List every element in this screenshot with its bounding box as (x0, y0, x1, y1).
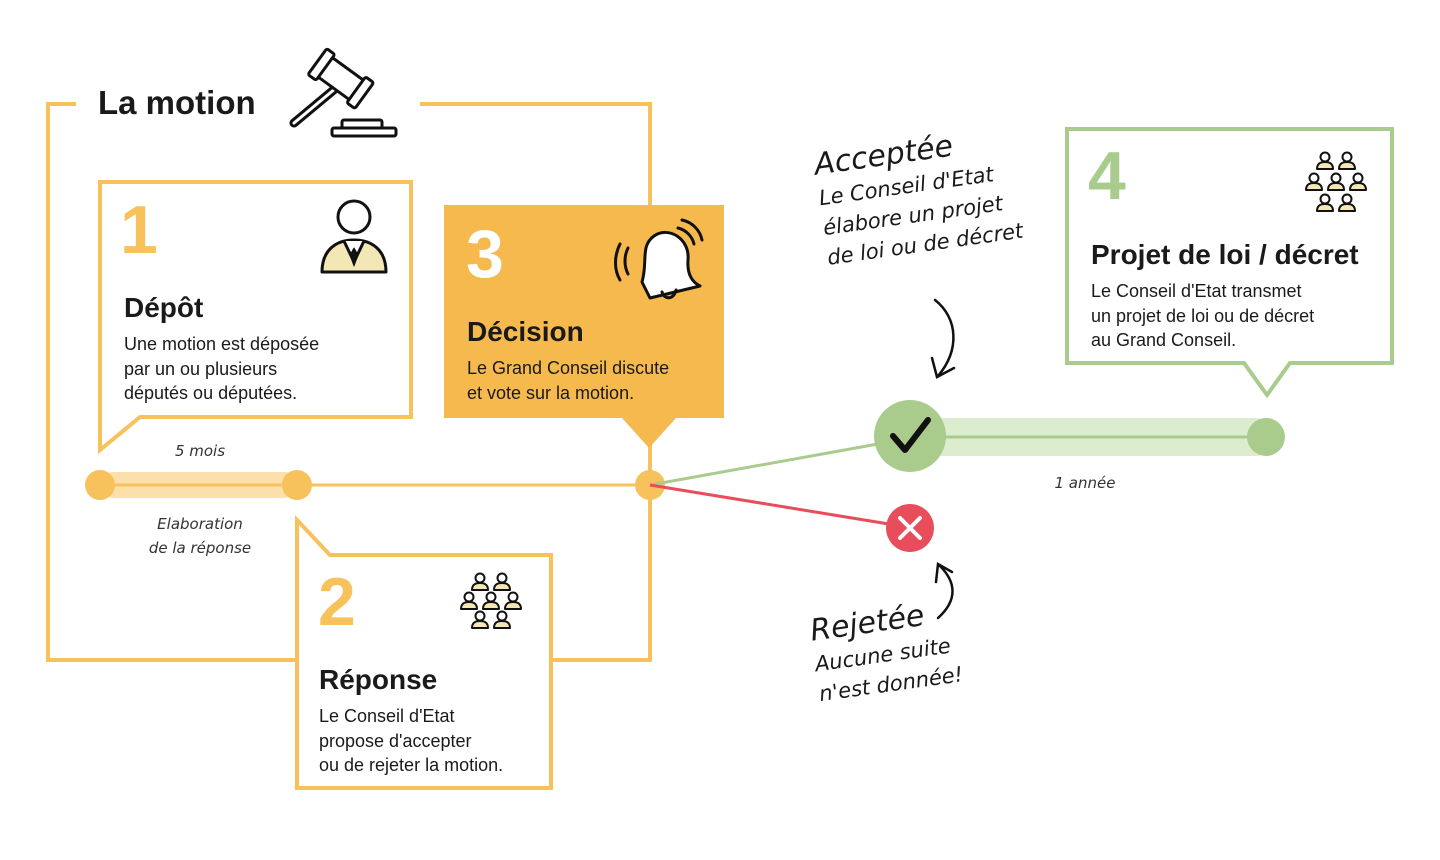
phase-label-line: Elaboration (157, 515, 243, 533)
outcome-rejected: Rejetée Aucune suite n'est donnée! (808, 594, 965, 709)
step-number-2: 2 (318, 564, 356, 640)
bell-icon (614, 218, 704, 300)
step-heading-projet: Projet de loi / décret (1091, 239, 1359, 270)
box-4-callout (1065, 127, 1394, 399)
duration-1-annee: 1 année (1054, 474, 1116, 492)
step-text-line: par un ou plusieurs (124, 358, 278, 379)
step-number-1: 1 (120, 192, 158, 268)
step-text-line: au Grand Conseil. (1091, 330, 1237, 350)
phase-label-line: de la réponse (148, 539, 252, 557)
person-icon (320, 199, 388, 274)
green-end-dot (1247, 418, 1285, 456)
gavel-icon (289, 47, 398, 138)
step-text-projet: Le Conseil d'Etat transmet un projet de … (1091, 279, 1314, 353)
step-text-line: Le Conseil d'Etat transmet (1091, 281, 1302, 301)
step-text-line: un projet de loi ou de décret (1091, 305, 1315, 326)
phase-label-elaboration: Elaboration de la réponse (130, 512, 270, 560)
arrow-icon-rejected (934, 561, 954, 620)
step-number-4: 4 (1088, 138, 1126, 214)
step-text-line: et vote sur la motion. (467, 382, 635, 403)
timeline-dot-response (282, 470, 312, 500)
branch-rejected (649, 483, 896, 527)
step-heading-depot: Dépôt (124, 292, 204, 323)
timeline-dot-start (85, 470, 115, 500)
branch-accepted (649, 438, 901, 487)
step-text-depot: Une motion est déposée par un ou plusieu… (124, 332, 319, 406)
step-text-reponse: Le Conseil d'Etat propose d'accepter ou … (319, 704, 503, 778)
step-text-line: ou de rejeter la motion. (319, 755, 504, 775)
cross-icon (886, 504, 934, 552)
step-heading-decision: Décision (467, 316, 584, 347)
duration-5-mois: 5 mois (174, 442, 226, 460)
step-text-line: propose d'accepter (319, 730, 472, 751)
step-text-line: Le Conseil d'Etat (319, 706, 455, 726)
step-text-line: députés ou députées. (124, 383, 298, 403)
step-text-line: Le Grand Conseil discute (467, 358, 670, 378)
page-title: La motion (98, 84, 256, 121)
check-icon (874, 400, 946, 472)
step-text-line: Une motion est déposée (124, 334, 320, 354)
step-number-3: 3 (466, 216, 504, 292)
arrow-icon-accepted (930, 298, 956, 379)
step-heading-reponse: Réponse (319, 664, 438, 695)
step-text-decision: Le Grand Conseil discute et vote sur la … (467, 356, 669, 405)
